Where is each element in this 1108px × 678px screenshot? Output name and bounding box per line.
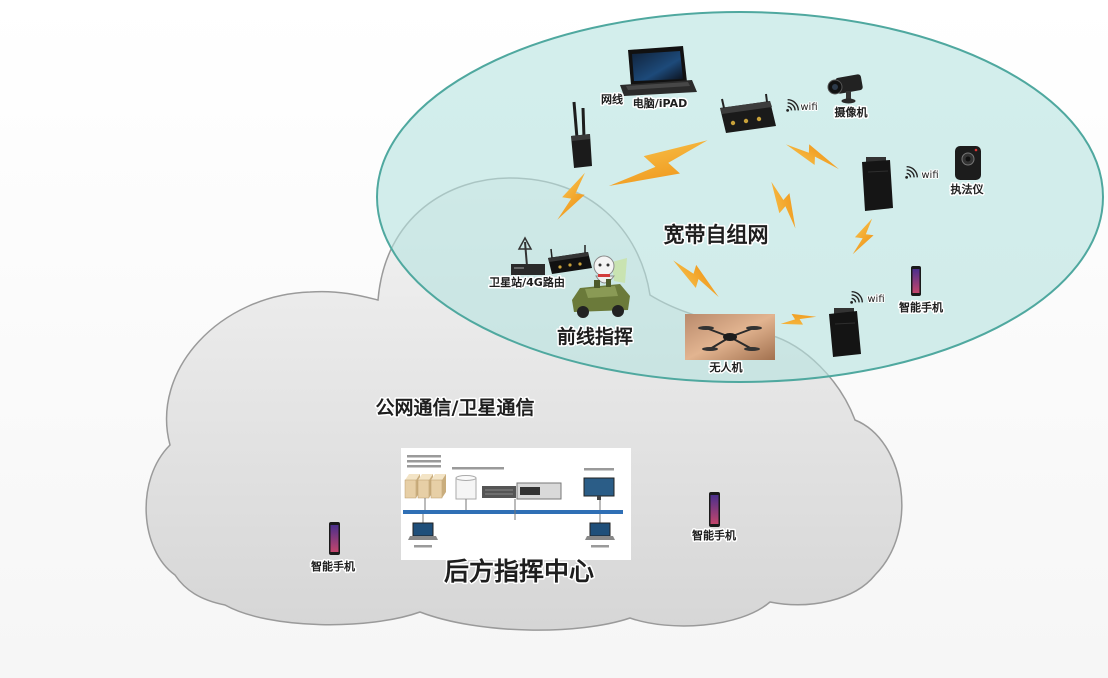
4g-router-icon (548, 245, 592, 274)
server-icon (404, 474, 446, 499)
camera-wifi-label: wifi (800, 102, 817, 113)
command-center-panel (401, 448, 631, 560)
recorder-wifi-label: wifi (921, 170, 938, 181)
storage-tower-icon (455, 475, 477, 500)
cable-label: 网线 (601, 92, 623, 106)
military-vehicle-icon (572, 279, 630, 318)
illegible-label (584, 468, 614, 471)
satellite-station-icon (511, 236, 545, 275)
ad-hoc-network-ellipse (376, 11, 1104, 383)
camera-label: 摄像机 (835, 105, 868, 119)
public-network-title: 公网通信/卫星通信 (376, 396, 535, 419)
smartphone-right-label: 智能手机 (692, 528, 736, 542)
drone-label: 无人机 (709, 360, 743, 374)
illegible-label (414, 545, 432, 548)
command-center-diagram (401, 448, 631, 560)
lan-bus (403, 510, 623, 514)
illegible-label (407, 455, 441, 458)
lan-connectors (422, 498, 601, 523)
manpack-radio-icon (862, 157, 893, 211)
monitor-icon (583, 477, 615, 500)
rack-device-icon (482, 482, 562, 500)
ad-hoc-network-title: 宽带自组网 (664, 223, 769, 247)
body-camera-icon (955, 146, 981, 180)
laptop-label: 电脑/iPAD (633, 96, 687, 110)
rear-command-center-label: 后方指挥中心 (444, 557, 594, 586)
illegible-label (407, 460, 441, 463)
illegible-label (452, 467, 504, 470)
recorder-label: 执法仪 (951, 182, 985, 196)
mesh-router-icon (720, 93, 776, 133)
smartphone-icon (911, 266, 921, 296)
manpack-radio-icon (829, 308, 861, 357)
client-laptop-icon (408, 522, 438, 540)
robot-mascot-icon (593, 255, 627, 284)
smartphone-icon (709, 492, 720, 527)
client-laptop-icon (585, 522, 615, 540)
handheld-radio-icon (571, 101, 592, 168)
smartphone-left-label: 智能手机 (311, 559, 355, 573)
camera-icon (827, 74, 863, 104)
phone-wifi-label: wifi (867, 294, 884, 305)
laptop-icon (620, 46, 697, 96)
drone-icon (685, 314, 775, 360)
satellite-router-label: 卫星站/4G路由 (489, 275, 565, 289)
illegible-label (591, 545, 609, 548)
illegible-label (407, 465, 441, 468)
smartphone-label: 智能手机 (899, 300, 943, 314)
smartphone-icon (329, 522, 340, 555)
frontline-command-label: 前线指挥 (557, 325, 633, 348)
